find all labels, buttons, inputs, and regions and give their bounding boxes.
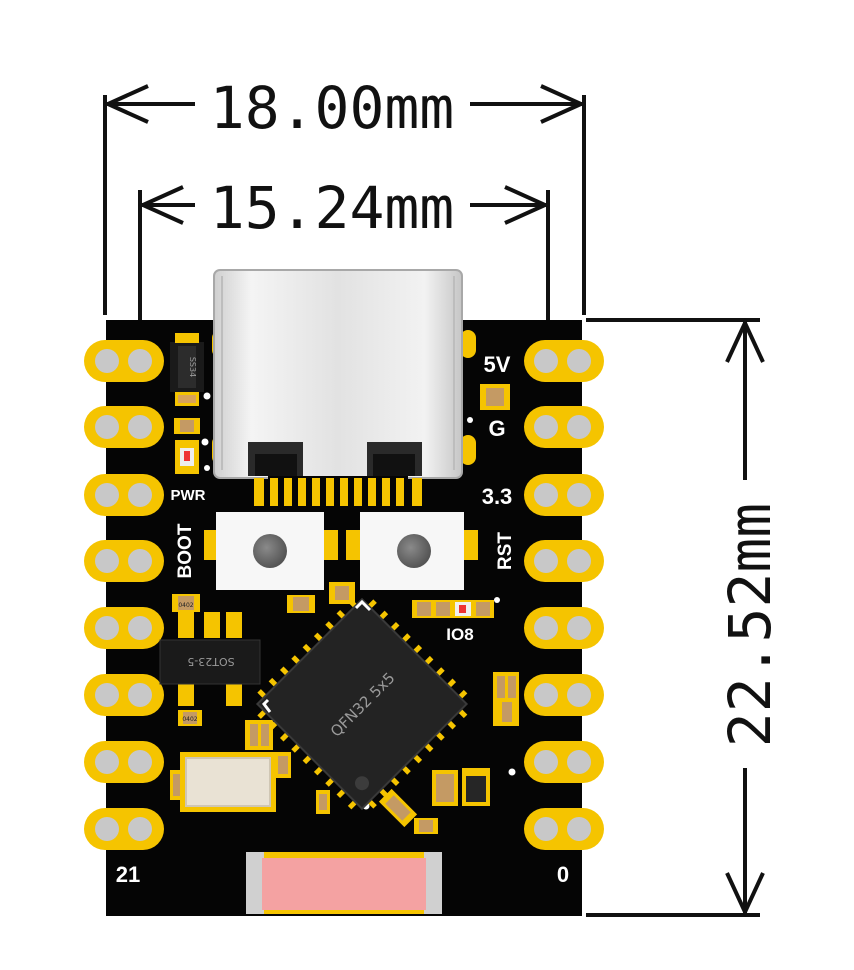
- dimension-arrowheads: [103, 84, 765, 917]
- boot-button: [204, 512, 338, 590]
- right-pin-header: [524, 340, 604, 850]
- label-rst: RST: [495, 532, 516, 570]
- small-label-0402b: 0402: [182, 716, 197, 723]
- pin-pad: [84, 808, 164, 850]
- pin-pad: [84, 741, 164, 783]
- label-gnd: G: [488, 416, 505, 441]
- ceramic-antenna: [246, 852, 442, 914]
- diode-component: SS34: [170, 333, 204, 406]
- label-io8: IO8: [446, 625, 473, 644]
- pin-pad: [84, 607, 164, 649]
- pin-pad: [84, 674, 164, 716]
- regulator-sot23-5: SOT23-5: [159, 612, 261, 706]
- pin-pad: [524, 406, 604, 448]
- pin-pad: [84, 406, 164, 448]
- label-pin-0: 0: [557, 862, 569, 887]
- small-components: 0402 0402: [170, 384, 519, 834]
- pin-pad: [84, 474, 164, 516]
- label-pin-21: 21: [116, 862, 140, 887]
- pin-pad: [84, 540, 164, 582]
- crystal-oscillator: [180, 752, 276, 812]
- pin-pad: [524, 741, 604, 783]
- dimension-lines: [103, 95, 760, 917]
- svg-text:SS34: SS34: [188, 357, 197, 377]
- label-pwr: PWR: [171, 487, 206, 504]
- small-label-0402: 0402: [178, 602, 193, 609]
- pin-pad: [524, 540, 604, 582]
- label-3v3: 3.3: [482, 484, 513, 509]
- chip-corner-marks: [262, 599, 372, 713]
- usb-c-connector: [212, 269, 476, 506]
- left-pin-header: [84, 340, 164, 850]
- pin-pad: [524, 808, 604, 850]
- dim-width-pins: 15.24mm: [210, 174, 454, 242]
- label-boot: BOOT: [175, 523, 196, 578]
- mcu-chip: QFN32 5x5: [255, 597, 469, 811]
- pin-pad: [84, 340, 164, 382]
- regulator-label: SOT23-5: [187, 655, 234, 668]
- pin-pad: [524, 674, 604, 716]
- pin-pad: [524, 607, 604, 649]
- dim-width-outer: 18.00mm: [210, 74, 454, 142]
- dim-height: 22.52mm: [716, 503, 784, 747]
- reset-button: [346, 512, 478, 590]
- pin-pad: [524, 474, 604, 516]
- label-5v: 5V: [484, 352, 511, 377]
- pin-pad: [524, 340, 604, 382]
